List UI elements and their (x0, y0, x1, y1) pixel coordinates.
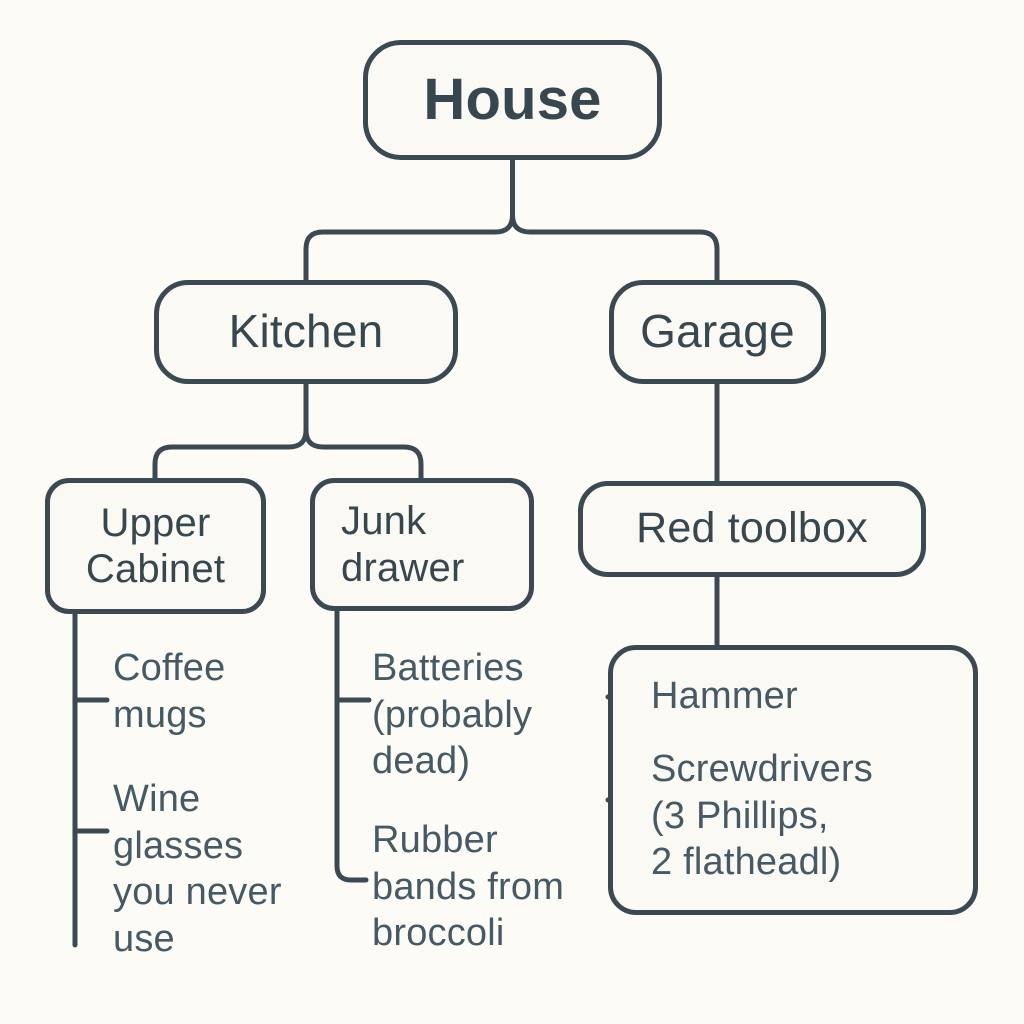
edge-kitchen-to-junk-drawer (303, 381, 424, 481)
node-upper-cabinet[interactable]: Upper Cabinet (45, 478, 266, 614)
node-garage[interactable]: Garage (609, 280, 826, 384)
leaf-item: Coffee mugs (113, 647, 226, 736)
red-toolbox-leaf-container (608, 645, 978, 915)
leaf-item: Rubber bands from broccoli (372, 819, 565, 955)
spine-junk-drawer (334, 608, 369, 883)
node-house[interactable]: House (363, 40, 662, 160)
leaf-item: Wine glasses you never use (113, 778, 282, 961)
edge-kitchen-to-upper-cabinet (152, 381, 309, 481)
node-junk-drawer-label: Junk drawer (341, 499, 465, 590)
node-junk-drawer[interactable]: Junk drawer (310, 478, 534, 611)
edge-house-to-kitchen (303, 157, 515, 283)
edge-house-to-garage (510, 157, 720, 283)
leaf-item: Screwdrivers (3 Phillips, 2 flatheadl) (651, 748, 873, 884)
leaf-item: Batteries (probably dead) (372, 647, 533, 783)
node-kitchen[interactable]: Kitchen (154, 280, 458, 384)
node-red-toolbox-label: Red toolbox (636, 504, 868, 553)
node-garage-label: Garage (640, 305, 795, 358)
node-red-toolbox[interactable]: Red toolbox (578, 481, 926, 577)
node-upper-cabinet-label: Upper Cabinet (85, 500, 226, 591)
node-kitchen-label: Kitchen (228, 305, 384, 358)
leaf-item: Hammer (651, 675, 798, 717)
node-house-label: House (423, 67, 602, 133)
